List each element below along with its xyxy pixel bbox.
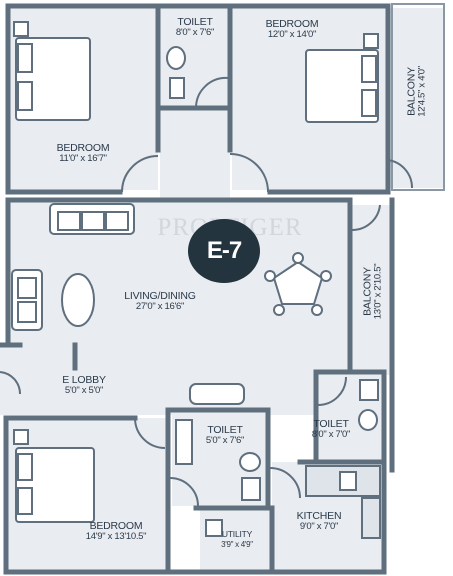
- coffee-table-icon: [61, 273, 95, 327]
- nightstand-icon: [13, 21, 29, 37]
- room-name: KITCHEN: [296, 510, 342, 522]
- room-dims: 8'0" x 7'0": [311, 429, 351, 441]
- sofa-cushion-icon: [17, 277, 37, 299]
- door-swing: [194, 76, 229, 109]
- label-living-dining: LIVING/DINING 27'0" x 16'6": [110, 290, 210, 313]
- door-swing: [134, 417, 166, 449]
- shower-icon: [359, 379, 379, 401]
- fill-lobby: [0, 345, 160, 415]
- room-dims: 5'0" x 7'6": [205, 435, 245, 447]
- fill-utility: [200, 508, 270, 570]
- washbasin-icon: [169, 77, 185, 99]
- pillow-icon: [17, 453, 33, 481]
- shower-icon: [175, 419, 193, 465]
- room-dims: 27'0" x 16'6": [135, 301, 185, 313]
- room-dims: 9'0" x 7'0": [299, 521, 339, 533]
- label-toilet-right: TOILET 8'0" x 7'0": [298, 418, 364, 441]
- fill-balcony-top: [390, 8, 444, 188]
- room-fills: [0, 8, 444, 570]
- label-e-lobby: E LOBBY 5'0" x 5'0": [44, 374, 124, 397]
- nightstand-icon: [13, 429, 29, 445]
- sofa-cushion-icon: [105, 211, 129, 231]
- door-swing: [169, 477, 199, 507]
- stove-icon: [361, 497, 381, 539]
- label-toilet-top: TOILET 8'0" x 7'6": [162, 16, 228, 39]
- chair-icon: [320, 270, 332, 282]
- label-toilet-middle: TOILET 5'0" x 7'6": [192, 424, 258, 447]
- dining-table-icon: [272, 260, 324, 305]
- sofa-cushion-icon: [17, 301, 37, 323]
- fill-balcony-right: [352, 205, 392, 375]
- pillow-icon: [17, 43, 33, 73]
- room-name: BEDROOM: [56, 142, 110, 154]
- door-swing: [317, 376, 347, 406]
- chair-icon: [273, 304, 285, 316]
- label-utility: UTILITY 3'9" x 4'9": [204, 529, 270, 549]
- sofa-cushion-icon: [81, 211, 105, 231]
- walls: [0, 3, 395, 575]
- door-swing: [121, 155, 159, 193]
- room-dims: 12'4.5" x 4'0": [416, 66, 428, 117]
- room-name: TOILET: [313, 418, 349, 430]
- doors: [0, 76, 414, 507]
- toilet-icon: [166, 46, 186, 70]
- room-name: BEDROOM: [89, 520, 143, 532]
- room-name: E LOBBY: [62, 374, 106, 386]
- label-kitchen: KITCHEN 9'0" x 7'0": [280, 510, 358, 533]
- washbasin-icon: [241, 477, 261, 501]
- door-swing: [229, 153, 269, 193]
- pillow-icon: [361, 89, 377, 117]
- bed-icon: [15, 37, 91, 121]
- room-name: LIVING/DINING: [124, 290, 196, 302]
- label-bedroom-bottom: BEDROOM 14'9" x 13'10.5": [56, 520, 176, 543]
- toilet-icon: [358, 409, 378, 431]
- pillow-icon: [361, 55, 377, 83]
- label-balcony-top: BALCONY 12'4.5" x 4'0": [406, 36, 429, 146]
- unit-badge: E-7: [188, 219, 260, 283]
- toilet-icon: [239, 452, 261, 472]
- label-bedroom-top-right: BEDROOM 12'0" x 14'0": [232, 18, 352, 41]
- sofa-cushion-icon: [57, 211, 81, 231]
- label-balcony-right: BALCONY 13'0" x 2'10.5": [362, 236, 385, 346]
- room-dims: 12'0" x 14'0": [267, 29, 317, 41]
- chair-icon: [311, 304, 323, 316]
- room-name: TOILET: [207, 424, 243, 436]
- chair-icon: [264, 270, 276, 282]
- balcony-top-frame: [391, 3, 445, 191]
- chair-icon: [292, 252, 304, 264]
- bed-icon: [305, 49, 379, 123]
- sink-icon: [339, 471, 357, 491]
- room-dims: 8'0" x 7'6": [175, 27, 215, 39]
- nightstand-icon: [363, 33, 379, 49]
- room-name: BEDROOM: [265, 18, 319, 30]
- room-dims: 5'0" x 5'0": [64, 385, 104, 397]
- room-dims: 11'0" x 16'7": [59, 153, 107, 165]
- door-swing: [269, 467, 301, 499]
- door-swing: [0, 371, 22, 395]
- room-name: UTILITY: [221, 529, 253, 539]
- furniture: [11, 21, 381, 539]
- pillow-icon: [17, 81, 33, 111]
- room-name: TOILET: [177, 16, 213, 28]
- dresser-icon: [189, 383, 245, 405]
- bed-icon: [15, 447, 95, 523]
- fill-passage: [160, 108, 230, 198]
- door-swing: [351, 204, 381, 232]
- door-swing: [387, 159, 414, 189]
- label-bedroom-top-left: BEDROOM 11'0" x 16'7": [28, 142, 138, 165]
- room-dims: 14'9" x 13'10.5": [85, 531, 147, 543]
- room-dims: 13'0" x 2'10.5": [372, 263, 384, 320]
- room-dims: 3'9" x 4'9": [221, 539, 253, 549]
- pillow-icon: [17, 487, 33, 515]
- utility-sink-icon: [205, 519, 223, 537]
